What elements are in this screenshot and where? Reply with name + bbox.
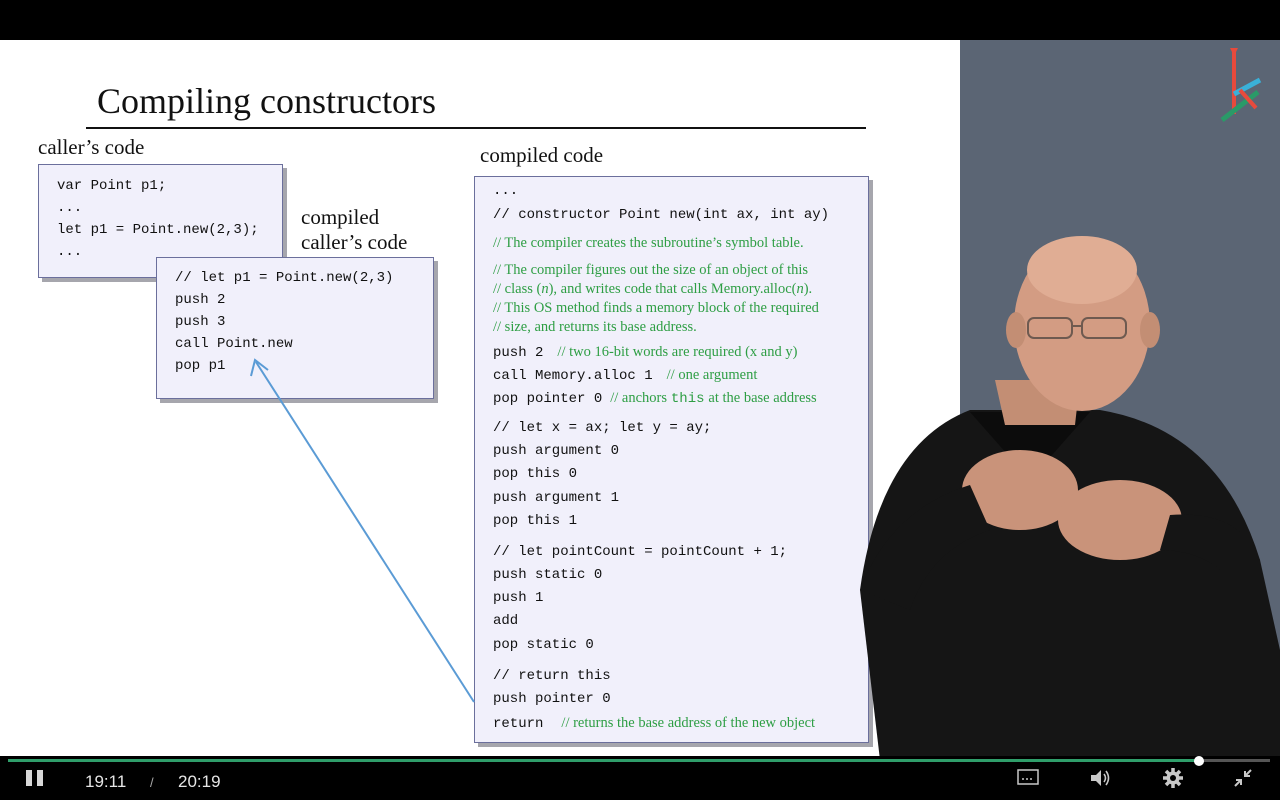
comment-line: // class (n), and writes code that calls… <box>493 281 813 297</box>
code-line: push 2 <box>175 292 226 308</box>
title-divider <box>86 127 866 129</box>
player-controls: 19:11 / 20:19 <box>0 756 1280 800</box>
volume-icon[interactable] <box>1089 768 1111 788</box>
settings-gear-icon[interactable] <box>1162 767 1184 789</box>
current-time: 19:11 <box>85 772 127 791</box>
code-line: // constructor Point new(int ax, int ay) <box>493 207 830 223</box>
compiled-caller-label-line1: compiled <box>301 205 380 229</box>
comment-line: // size, and returns its base address. <box>493 319 697 335</box>
connector-arrow <box>250 358 475 703</box>
captions-icon[interactable] <box>1017 769 1039 787</box>
compiled-caller-label-line2: caller’s code <box>301 230 408 254</box>
code-line: push argument 1 <box>493 490 620 506</box>
comment-line: // The compiler figures out the size of … <box>493 262 809 278</box>
code-line: push pointer 0 <box>493 691 611 707</box>
code-line: pop pointer 0// anchors this at the base… <box>493 390 817 407</box>
progress-scrubber[interactable] <box>1194 756 1205 766</box>
code-line: let p1 = Point.new(2,3); <box>57 222 259 238</box>
code-line: push static 0 <box>493 567 603 583</box>
code-line: pop this 0 <box>493 466 578 482</box>
progress-fill <box>8 759 1200 762</box>
code-line: call Memory.alloc 1// one argument <box>493 367 758 384</box>
course-logo <box>1220 48 1262 122</box>
code-line: ... <box>57 200 83 216</box>
compiled-caller-code-box: // let p1 = Point.new(2,3) push 2 push 3… <box>156 257 434 399</box>
code-line: pop static 0 <box>493 637 594 653</box>
code-line: // return this <box>493 668 611 684</box>
code-line: call Point.new <box>175 336 293 352</box>
code-line: return// returns the base address of the… <box>493 715 816 732</box>
code-line: add <box>493 613 519 629</box>
comment-line: // The compiler creates the subroutine’s… <box>493 235 804 251</box>
code-line: push 3 <box>175 314 226 330</box>
callers-code-label: caller’s code <box>38 135 145 159</box>
code-line: push 1 <box>493 590 544 606</box>
code-line: pop p1 <box>175 358 226 374</box>
code-line: push 2// two 16-bit words are required (… <box>493 344 798 361</box>
lecture-slide: Compiling constructors caller’s code com… <box>0 40 960 760</box>
code-line: // let pointCount = pointCount + 1; <box>493 544 788 560</box>
slide-title: Compiling constructors <box>97 81 436 121</box>
exit-fullscreen-icon[interactable] <box>1233 768 1253 788</box>
code-line: ... <box>493 183 519 199</box>
duration: 20:19 <box>178 772 221 791</box>
time-separator: / <box>150 775 154 790</box>
code-line: ... <box>57 244 83 260</box>
code-line: // let p1 = Point.new(2,3) <box>175 270 394 286</box>
comment-line: // This OS method finds a memory block o… <box>493 300 819 316</box>
progress-bar[interactable] <box>8 756 1270 766</box>
compiled-code-label: compiled code <box>480 143 604 167</box>
code-line: // let x = ax; let y = ay; <box>493 420 712 436</box>
compiled-code-box: ... // constructor Point new(int ax, int… <box>474 176 869 743</box>
code-line: var Point p1; <box>57 178 167 194</box>
pause-icon[interactable] <box>24 768 46 788</box>
code-line: pop this 1 <box>493 513 578 529</box>
code-line: push argument 0 <box>493 443 620 459</box>
